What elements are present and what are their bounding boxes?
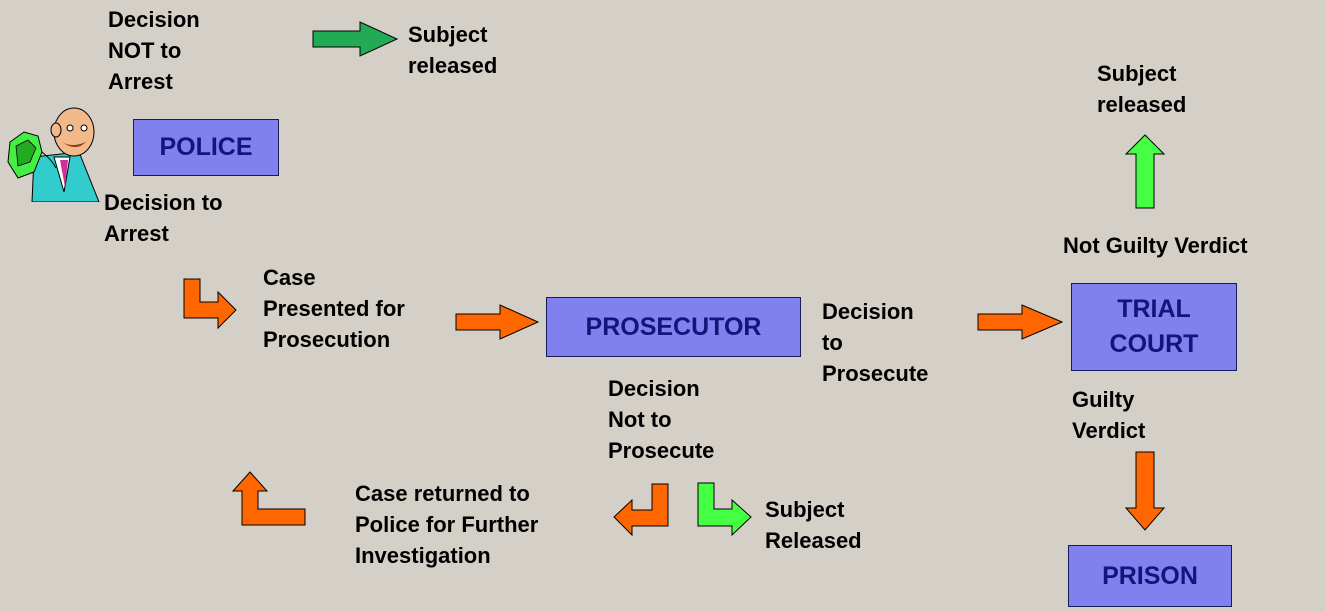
- trial-court-line-2: COURT: [1109, 330, 1199, 358]
- label-decision-to-prosecute: Decision to Prosecute: [822, 299, 929, 386]
- label-decision-not-to-arrest: Decision NOT to Arrest: [108, 7, 200, 94]
- label-case-returned: Case returned to Police for Further Inve…: [355, 481, 539, 568]
- police-officer-clipart-icon: [7, 107, 100, 202]
- arrow-guilty-to-prison: [1124, 451, 1166, 531]
- label-decision-not-to-prosecute: Decision Not to Prosecute: [608, 376, 715, 463]
- label-case-presented: Case Presented for Prosecution: [263, 265, 405, 352]
- label-guilty-verdict: Guilty Verdict: [1072, 387, 1146, 443]
- arrow-case-to-prosecutor: [455, 304, 540, 340]
- arrow-prosecute-to-court: [977, 304, 1064, 340]
- label-not-guilty-verdict: Not Guilty Verdict: [1063, 233, 1248, 258]
- arrow-not-prosecute-to-returned: [613, 483, 669, 537]
- arrow-not-arrest-to-released: [312, 21, 399, 57]
- police-box: POLICE: [133, 119, 279, 176]
- arrow-returned-to-police: [231, 471, 306, 526]
- trial-court-box: TRIAL COURT: [1071, 283, 1237, 371]
- label-subject-released-bottom: Subject Released: [765, 497, 862, 553]
- prosecutor-box: PROSECUTOR: [546, 297, 801, 357]
- arrow-arrest-to-case: [183, 278, 237, 330]
- label-decision-to-arrest: Decision to Arrest: [104, 190, 223, 246]
- arrow-not-prosecute-to-released: [697, 482, 752, 537]
- prison-box: PRISON: [1068, 545, 1232, 607]
- label-subject-released-top: Subject released: [408, 22, 498, 78]
- arrow-not-guilty-to-released: [1124, 134, 1166, 209]
- label-subject-released-right: Subject released: [1097, 61, 1187, 117]
- trial-court-line-1: TRIAL: [1117, 295, 1191, 323]
